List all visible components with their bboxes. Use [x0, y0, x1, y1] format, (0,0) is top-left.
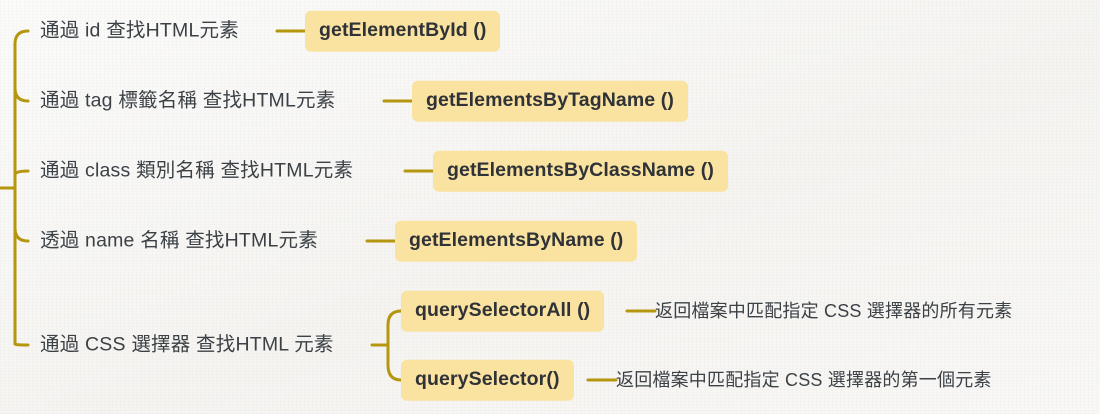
- css-elbow-first: [386, 363, 403, 382]
- branch-label-by-class-name: 通過 class 類別名稱 查找HTML元素: [40, 159, 354, 182]
- branch-label-by-tag-name: 通過 tag 標籤名稱 查找HTML元素: [40, 89, 336, 112]
- elbow-by-class: [13, 169, 30, 177]
- branch-label-by-id: 通過 id 查找HTML元素: [40, 19, 239, 42]
- method-badge-get-elements-by-name[interactable]: getElementsByName (): [395, 220, 638, 262]
- elbow-by-css: [13, 342, 30, 347]
- elbow-by-name: [13, 226, 30, 243]
- elbow-by-id: [13, 29, 30, 46]
- branch-label-by-name: 透過 name 名稱 查找HTML元素: [40, 229, 318, 252]
- elbow-by-tag: [13, 86, 30, 103]
- description-query-selector-all: 返回檔案中匹配指定 CSS 選擇器的所有元素: [655, 301, 1013, 321]
- method-badge-get-elements-by-class-name[interactable]: getElementsByClassName (): [433, 150, 728, 192]
- method-badge-get-elements-by-tag-name[interactable]: getElementsByTagName (): [412, 80, 688, 122]
- method-badge-get-element-by-id[interactable]: getElementById (): [305, 10, 501, 52]
- description-query-selector: 返回檔案中匹配指定 CSS 選擇器的第一個元素: [616, 370, 992, 390]
- method-badge-query-selector[interactable]: querySelector(): [401, 359, 574, 401]
- method-badge-query-selector-all[interactable]: querySelectorAll (): [401, 290, 605, 332]
- css-elbow-all: [386, 309, 403, 327]
- branch-label-by-css-selector: 通過 CSS 選擇器 查找HTML 元素: [40, 333, 334, 356]
